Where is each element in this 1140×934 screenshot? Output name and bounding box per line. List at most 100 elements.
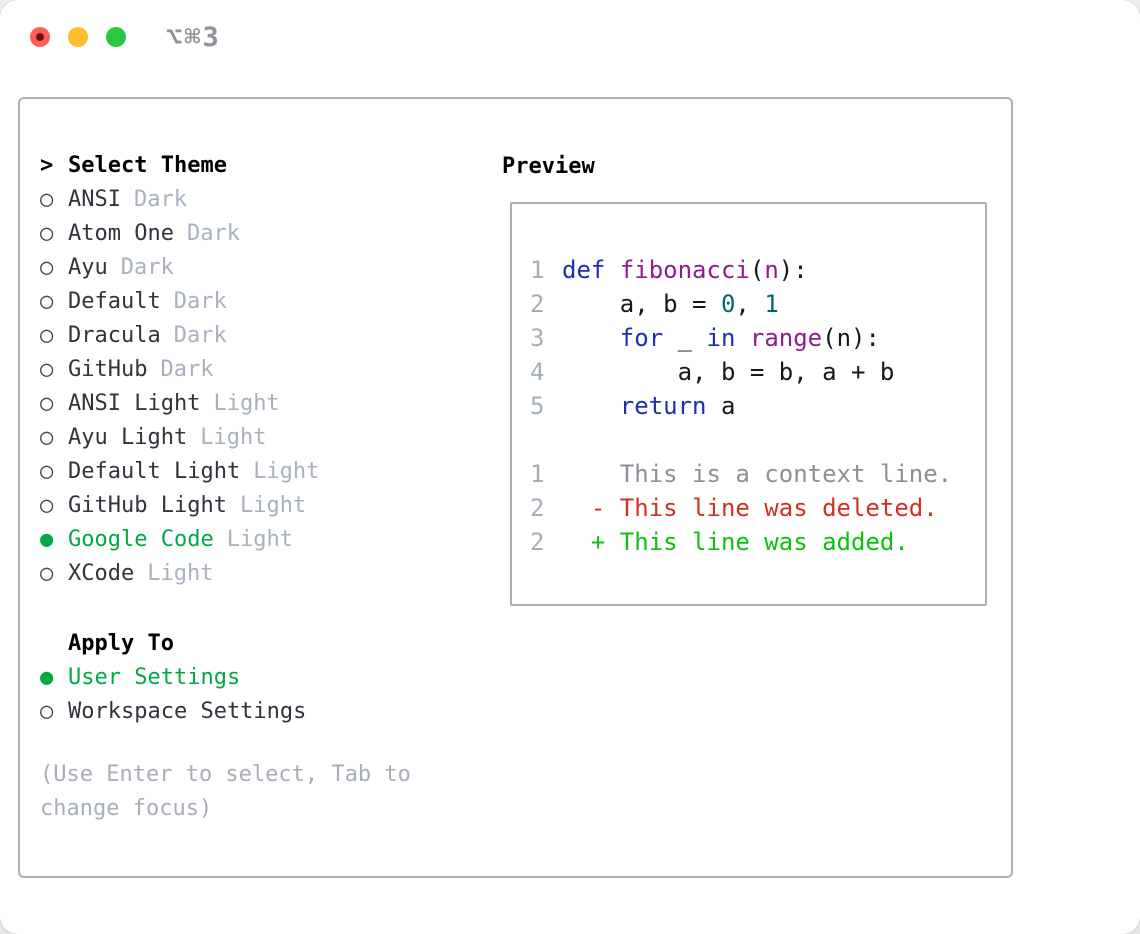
line-number: 3 xyxy=(530,324,545,352)
blank-line xyxy=(530,423,977,457)
line-number: 2 xyxy=(530,290,545,318)
code-token: return xyxy=(619,392,707,420)
theme-option-ansi-light[interactable]: ○ ANSI Light Light xyxy=(40,386,319,420)
theme-name: ANSI xyxy=(68,186,121,212)
apply-to-indent xyxy=(40,631,68,656)
theme-variant-badge: Dark xyxy=(160,356,214,382)
theme-option-ayu-light[interactable]: ○ Ayu Light Light xyxy=(40,420,319,454)
theme-name: GitHub xyxy=(68,356,148,382)
theme-option-github[interactable]: ○ GitHub Dark xyxy=(40,352,319,386)
code-token: 1 xyxy=(764,290,779,318)
theme-variant-badge: Dark xyxy=(186,220,240,246)
radio-icon: ○ xyxy=(40,254,54,280)
help-text-line: change focus) xyxy=(40,796,213,821)
line-number: 1 xyxy=(530,460,545,488)
diff-text: + This line was added. xyxy=(562,528,909,556)
code-line: 4 a, b = b, a + b xyxy=(530,355,977,389)
titlebar: ⌥⌘3 xyxy=(0,0,1140,97)
theme-variant-badge: Light xyxy=(147,560,214,586)
line-number: 2 xyxy=(530,528,545,556)
apply-option-workspace-settings[interactable]: ○Workspace Settings xyxy=(40,694,306,728)
close-button[interactable] xyxy=(30,27,50,47)
code-token: ( xyxy=(749,256,765,284)
theme-variant-badge: Dark xyxy=(173,288,227,314)
apply-option-label: Workspace Settings xyxy=(68,698,307,724)
diff-line-deleted: 2 - This line was deleted. xyxy=(530,491,977,525)
code-token: a, b = b, a + b xyxy=(562,358,895,386)
theme-variant-badge: Dark xyxy=(133,186,187,212)
zoom-button[interactable] xyxy=(106,27,126,47)
close-dot-icon xyxy=(36,33,44,41)
apply-to-heading: Apply To xyxy=(40,626,306,660)
apply-option-label: User Settings xyxy=(68,664,241,690)
radio-icon: ○ xyxy=(40,492,54,518)
theme-variant-badge: Light xyxy=(253,458,320,484)
code-token: _ xyxy=(663,324,707,352)
code-token: range xyxy=(749,324,823,352)
theme-variant-badge: Dark xyxy=(120,254,174,280)
code-token xyxy=(735,324,749,352)
line-number: 2 xyxy=(530,494,545,522)
code-token: ): xyxy=(778,256,808,284)
theme-option-default[interactable]: ○ Default Dark xyxy=(40,284,319,318)
radio-icon: ○ xyxy=(40,424,54,450)
radio-icon: ○ xyxy=(40,322,54,348)
code-token: n xyxy=(764,256,779,284)
code-token: in xyxy=(706,324,736,352)
theme-name: Ayu xyxy=(68,254,108,280)
code-token: , xyxy=(735,290,765,318)
code-token: for xyxy=(619,324,664,352)
radio-icon: ○ xyxy=(40,458,54,484)
code-token xyxy=(562,324,620,352)
minimize-button[interactable] xyxy=(68,27,88,47)
code-token xyxy=(562,392,620,420)
theme-variant-badge: Light xyxy=(213,390,280,416)
apply-option-user-settings[interactable]: ●User Settings xyxy=(40,660,306,694)
window-title: ⌥⌘3 xyxy=(166,22,221,53)
code-token: def xyxy=(562,256,606,284)
help-text-line: (Use Enter to select, Tab to xyxy=(40,762,411,787)
radio-selected-icon: ● xyxy=(40,526,54,552)
apply-to-options: ●User Settings○Workspace Settings xyxy=(40,660,306,728)
theme-option-dracula[interactable]: ○ Dracula Dark xyxy=(40,318,319,352)
apply-to-group: Apply To ●User Settings○Workspace Settin… xyxy=(40,626,306,728)
radio-icon: ○ xyxy=(40,390,54,416)
theme-option-default-light[interactable]: ○ Default Light Light xyxy=(40,454,319,488)
radio-icon: ○ xyxy=(40,356,54,382)
code-token xyxy=(605,256,619,284)
theme-name: Default xyxy=(68,288,161,314)
theme-name: Default Light xyxy=(68,458,241,484)
theme-option-ayu[interactable]: ○ Ayu Dark xyxy=(40,250,319,284)
diff-text: - This line was deleted. xyxy=(562,494,938,522)
diff-line-added: 2 + This line was added. xyxy=(530,525,977,559)
prompt-cursor-icon: > xyxy=(40,152,54,178)
diff-text: This is a context line. xyxy=(562,460,953,488)
theme-name: Google Code xyxy=(68,526,214,552)
theme-name: ANSI Light xyxy=(68,390,201,416)
theme-variant-badge: Light xyxy=(239,492,307,518)
theme-name: Dracula xyxy=(68,322,161,348)
preview-title: Preview xyxy=(502,154,595,179)
line-number: 5 xyxy=(530,392,545,420)
theme-variant-badge: Dark xyxy=(173,322,227,348)
apply-to-title: Apply To xyxy=(68,630,174,656)
theme-variant-badge: Light xyxy=(200,424,267,450)
radio-icon: ○ xyxy=(40,288,54,314)
line-number: 4 xyxy=(530,358,545,386)
code-line: 2 a, b = 0, 1 xyxy=(530,287,977,321)
radio-icon: ○ xyxy=(40,560,54,586)
diff-line-context: 1 This is a context line. xyxy=(530,457,977,491)
theme-name: Ayu Light xyxy=(68,424,188,450)
radio-icon: ○ xyxy=(40,220,54,246)
